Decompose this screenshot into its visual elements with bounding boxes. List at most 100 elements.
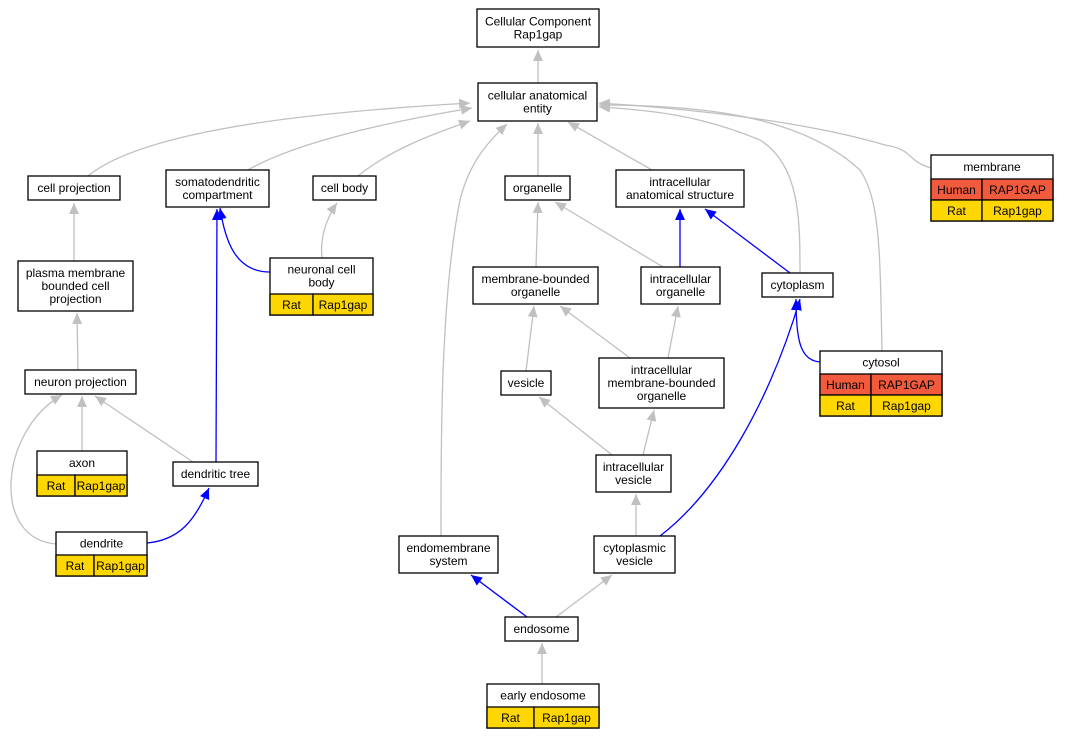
- edge-is-a-2: [247, 104, 473, 171]
- node-label-line: organelle: [511, 285, 561, 299]
- node-cell-projection[interactable]: cell projection: [27, 175, 121, 201]
- gene-cell: [981, 199, 1054, 222]
- node-label-line: endomembrane: [406, 541, 490, 555]
- node-box: [312, 175, 377, 201]
- edge-part-of-15: [704, 208, 791, 274]
- node-cytoplasm[interactable]: cytoplasm: [761, 272, 834, 298]
- gene-label: RAP1GAP: [878, 378, 935, 392]
- node-label-line: entity: [523, 102, 552, 116]
- node-box: [640, 266, 721, 305]
- node-label-line: anatomical structure: [626, 188, 734, 202]
- node-label-line: system: [429, 554, 467, 568]
- node-label-line: cytosol: [862, 356, 899, 370]
- node-label-line: Rap1gap: [514, 28, 563, 42]
- edge-is-a-10: [320, 202, 338, 259]
- node-label-line: organelle: [637, 389, 687, 403]
- node-label-line: dendrite: [80, 537, 124, 551]
- gene-label: Rap1gap: [96, 559, 145, 573]
- edge-is-a-6: [598, 98, 932, 169]
- edge-is-a-13: [554, 201, 664, 268]
- node-box: [761, 272, 834, 298]
- species-label: Rat: [501, 711, 520, 725]
- node-box: [27, 175, 121, 201]
- edge-is-a-16: [72, 312, 83, 371]
- node-box: [165, 169, 270, 208]
- gene-cell: [74, 474, 128, 497]
- node-label-line: neuron projection: [34, 375, 127, 389]
- edge-is-a-25: [667, 305, 681, 359]
- node-box: [593, 535, 676, 574]
- node-label-line: cell body: [321, 181, 368, 195]
- node-label-line: vesicle: [616, 554, 653, 568]
- node-label-line: organelle: [656, 285, 706, 299]
- species-label: Human: [937, 183, 976, 197]
- edge-part-of-17: [216, 207, 271, 273]
- node-label-line: vesicle: [508, 376, 545, 390]
- node-label-line: membrane: [963, 160, 1021, 174]
- node-endosome[interactable]: endosome: [504, 616, 579, 642]
- node-label-line: cytoplasmic: [603, 541, 666, 555]
- edge-is-a-20: [94, 395, 194, 463]
- node-label-line: body: [308, 276, 334, 290]
- species-label: Rat: [47, 479, 66, 493]
- node-organelle[interactable]: organelle: [504, 175, 571, 201]
- edge-is-a-7: [598, 100, 883, 352]
- gene-label: Rap1gap: [319, 298, 368, 312]
- node-label-line: intracellular: [650, 272, 711, 286]
- species-label: Rat: [947, 204, 966, 218]
- node-box: [500, 370, 552, 396]
- node-label-line: neuronal cell: [287, 263, 355, 277]
- edge-is-a-24: [559, 305, 631, 359]
- node-box: [472, 266, 599, 305]
- gene-label: Rap1gap: [993, 204, 1042, 218]
- node-box: [477, 82, 598, 122]
- node-neuron-projection[interactable]: neuron projection: [24, 369, 137, 395]
- node-label-line: endosome: [513, 622, 569, 636]
- edge-is-a-27: [538, 396, 613, 456]
- node-label-line: Cellular Component: [485, 15, 592, 29]
- edges-layer: [10, 50, 932, 684]
- gene-label: RAP1GAP: [989, 183, 1046, 197]
- species-label: Rat: [66, 559, 85, 573]
- node-box: [17, 260, 134, 312]
- edge-part-of-22: [146, 487, 210, 544]
- edge-is-a-8: [598, 102, 801, 274]
- gene-label: Rap1gap: [77, 479, 126, 493]
- node-vesicle[interactable]: vesicle: [500, 370, 552, 396]
- node-label-line: dendritic tree: [181, 467, 251, 481]
- node-box: [476, 8, 600, 48]
- gene-cell: [93, 554, 148, 577]
- edge-is-a-1: [87, 98, 471, 177]
- gene-label: Rap1gap: [542, 711, 591, 725]
- node-label-line: bounded cell: [41, 279, 109, 293]
- gene-cell: [870, 394, 943, 417]
- edge-is-a-28: [642, 409, 657, 456]
- node-cell-body[interactable]: cell body: [312, 175, 377, 201]
- node-dendritic-tree[interactable]: dendritic tree: [172, 461, 259, 487]
- gene-cell: [533, 706, 600, 729]
- edge-is-a-9: [440, 123, 508, 537]
- edge-is-a-12: [532, 201, 543, 268]
- gene-label: Rap1gap: [882, 399, 931, 413]
- edge-is-a-23: [525, 305, 538, 372]
- node-label-line: organelle: [513, 181, 563, 195]
